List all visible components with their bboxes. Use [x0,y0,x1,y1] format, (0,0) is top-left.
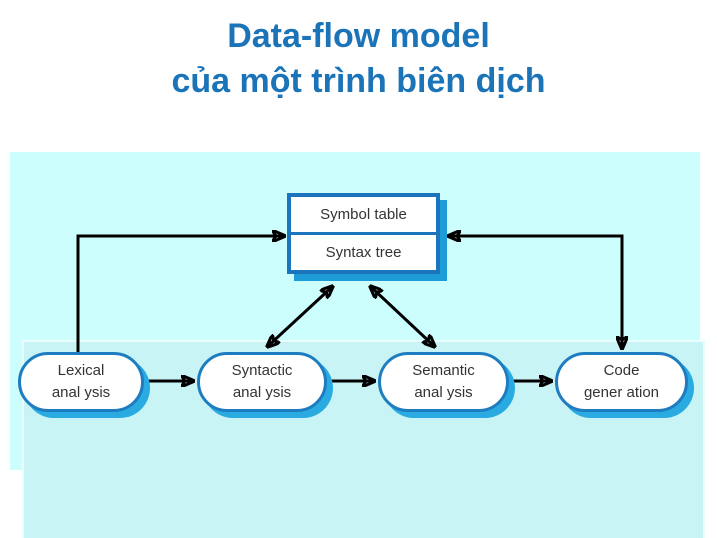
node-lexical-label-line1: Lexical [57,362,105,379]
node-syntactic-label-line1: Syntactic [231,362,293,379]
node-lexical-label-line2: anal ysis [51,384,111,401]
page-title: Data-flow model của một trình biên dịch [0,14,717,104]
node-syntactic-label-line2: anal ysis [232,384,292,401]
page-title-line2: của một trình biên dịch [171,62,546,100]
node-semantic-analysis: Semantic anal ysis [378,352,509,412]
node-code-label-line2: gener ation [583,384,660,401]
node-code-label-line1: Code [603,362,640,379]
node-syntactic-analysis: Syntactic anal ysis [197,352,327,412]
node-semantic-label-line2: anal ysis [414,384,473,401]
page-title-line1: Data-flow model [227,17,490,55]
node-semantic-label-line1: Semantic [412,362,475,379]
node-code-generation: Code gener ation [555,352,688,412]
syntax-tree-cell: Syntax tree [291,235,436,270]
store-box: Symbol table Syntax tree [287,193,440,274]
symbol-table-cell: Symbol table [291,197,436,235]
node-lexical-analysis: Lexical anal ysis [18,352,144,412]
